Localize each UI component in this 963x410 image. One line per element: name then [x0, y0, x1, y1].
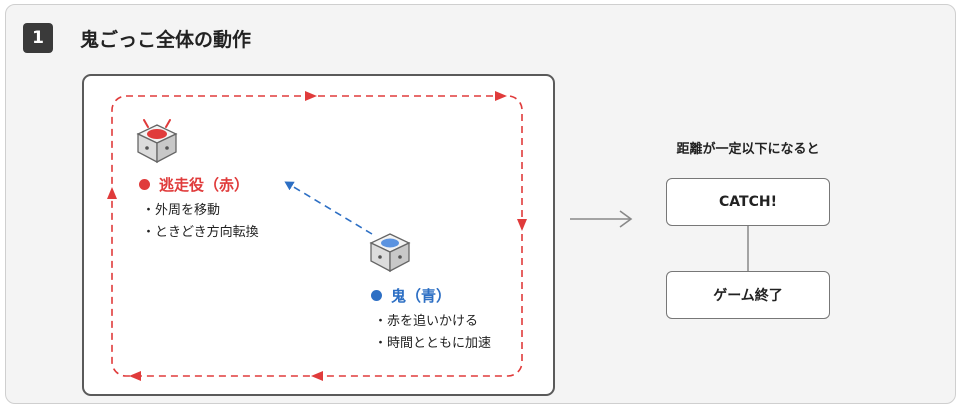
runner-bullets: 外周を移動 ときどき方向転換	[142, 200, 259, 244]
runner-bullet: 外周を移動	[142, 200, 259, 222]
runner-bullet: ときどき方向転換	[142, 222, 259, 244]
chase-arrow	[284, 181, 373, 235]
section-number-badge: 1	[23, 23, 53, 53]
section-title: 鬼ごっこ全体の動作	[80, 29, 252, 51]
red-robot-cube-icon	[136, 119, 178, 164]
perimeter-arrow-bottom-2	[129, 371, 141, 381]
runner-title-text: 逃走役（赤）	[159, 176, 250, 194]
chaser-bullet: 赤を追いかける	[374, 311, 491, 333]
perimeter-arrow-top-2	[495, 91, 507, 101]
chaser-dot	[371, 290, 382, 301]
blue-robot-cube-icon	[369, 233, 411, 273]
chaser-title: 鬼（青）	[371, 285, 451, 306]
perimeter-arrow-right	[517, 219, 527, 231]
perimeter-arrow-left	[107, 187, 117, 199]
right-arrow-icon	[570, 210, 633, 228]
chaser-bullets: 赤を追いかける 時間とともに加速	[374, 311, 491, 355]
catch-condition: 距離が一定以下になると	[676, 142, 820, 157]
runner-title: 逃走役（赤）	[139, 174, 249, 195]
perimeter-arrows	[107, 91, 527, 381]
chaser-bullet: 時間とともに加速	[374, 333, 491, 355]
chaser-title-text: 鬼（青）	[391, 287, 452, 305]
runner-dot	[139, 179, 150, 190]
perimeter-arrow-top-1	[305, 91, 317, 101]
catch-box: CATCH!	[666, 178, 830, 226]
perimeter-arrow-bottom-1	[311, 371, 323, 381]
game-over-box: ゲーム終了	[666, 271, 830, 319]
